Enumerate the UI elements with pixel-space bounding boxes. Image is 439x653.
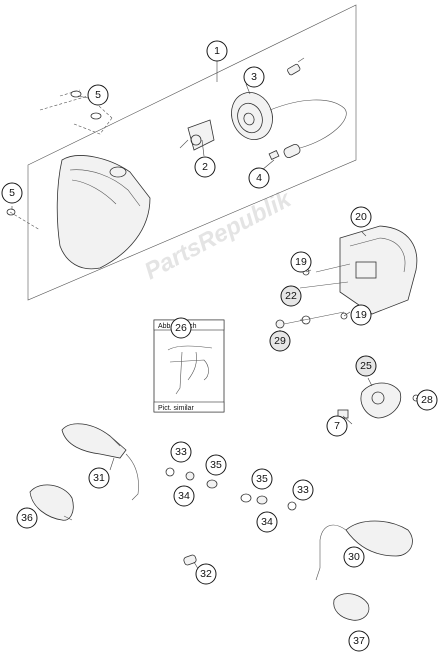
headlight-wire [269, 99, 347, 149]
mask-clip [109, 166, 127, 178]
license-plate-light [337, 382, 420, 419]
svg-text:5: 5 [95, 89, 101, 101]
screw-side [6, 208, 16, 216]
svg-text:30: 30 [348, 551, 360, 563]
svg-text:35: 35 [256, 473, 268, 485]
svg-text:20: 20 [355, 211, 367, 223]
screw-top [70, 90, 102, 120]
callout-34-left: 34 [173, 485, 195, 507]
callout-25: 25 [355, 355, 377, 377]
bulb-socket [179, 119, 215, 151]
front-indicator-left [61, 423, 139, 501]
callout-1: 1 [206, 40, 228, 62]
svg-text:7: 7 [334, 420, 340, 432]
reflector [231, 92, 273, 140]
headlight-mask [56, 155, 151, 270]
svg-text:29: 29 [274, 335, 286, 347]
callout-22: 22 [280, 285, 302, 307]
callout-31: 31 [88, 467, 110, 489]
callout-3: 3 [243, 66, 265, 88]
inset-bottom-label: Pict. similar [158, 405, 194, 412]
svg-text:5: 5 [9, 187, 15, 199]
callout-20: 20 [350, 206, 372, 228]
callout-7: 7 [326, 415, 348, 437]
inset-frame [153, 319, 225, 413]
svg-text:26: 26 [175, 322, 187, 334]
parking-bulb [287, 57, 305, 76]
svg-text:3: 3 [251, 71, 257, 83]
callout-33-right: 33 [292, 479, 314, 501]
svg-text:31: 31 [93, 472, 105, 484]
callout-4: 4 [248, 167, 270, 189]
svg-text:1: 1 [214, 45, 220, 57]
callout-2: 2 [194, 156, 216, 178]
callout-5-side: 5 [1, 182, 23, 204]
svg-text:32: 32 [200, 568, 212, 580]
callout-35-right: 35 [251, 468, 273, 490]
callout-5-top: 5 [87, 84, 109, 106]
callout-26: 26 [170, 317, 192, 339]
callout-19-top: 19 [290, 251, 312, 273]
callout-28: 28 [416, 389, 438, 411]
svg-text:2: 2 [202, 161, 208, 173]
svg-text:19: 19 [355, 309, 367, 321]
callout-29: 29 [269, 330, 291, 352]
callout-33-left: 33 [170, 441, 192, 463]
bulb-4 [268, 144, 301, 160]
rear-indicator-right [315, 520, 413, 581]
callout-34-right: 34 [256, 511, 278, 533]
tail-light-assembly [275, 225, 418, 329]
fasteners-right [240, 493, 297, 511]
assembly-frame [27, 4, 357, 301]
callout-30: 30 [343, 546, 365, 568]
indicator-lens-right [333, 593, 370, 621]
svg-text:37: 37 [353, 635, 365, 647]
indicator-bulb [183, 554, 197, 566]
fasteners-left [165, 467, 218, 489]
watermark: PartsRepublik [140, 185, 297, 285]
callout-36: 36 [16, 507, 38, 529]
screw-19 [340, 312, 348, 320]
tail-light-connector [355, 261, 377, 279]
callout-37: 37 [348, 630, 370, 652]
callout-19-bottom: 19 [350, 304, 372, 326]
svg-text:34: 34 [178, 490, 190, 502]
nut-29 [275, 319, 285, 329]
svg-text:34: 34 [261, 516, 273, 528]
callout-32: 32 [195, 563, 217, 585]
svg-text:19: 19 [295, 256, 307, 268]
headlight-assembly-group [6, 4, 357, 301]
svg-text:33: 33 [297, 484, 309, 496]
callout-35-left: 35 [205, 454, 227, 476]
svg-text:22: 22 [285, 290, 297, 302]
svg-text:35: 35 [210, 459, 222, 471]
inset-wire-harness [167, 345, 213, 395]
svg-text:36: 36 [21, 512, 33, 524]
svg-text:25: 25 [360, 360, 372, 372]
svg-text:28: 28 [421, 394, 433, 406]
svg-text:33: 33 [175, 446, 187, 458]
svg-text:4: 4 [256, 172, 262, 184]
indicator-lens-left [29, 484, 74, 521]
